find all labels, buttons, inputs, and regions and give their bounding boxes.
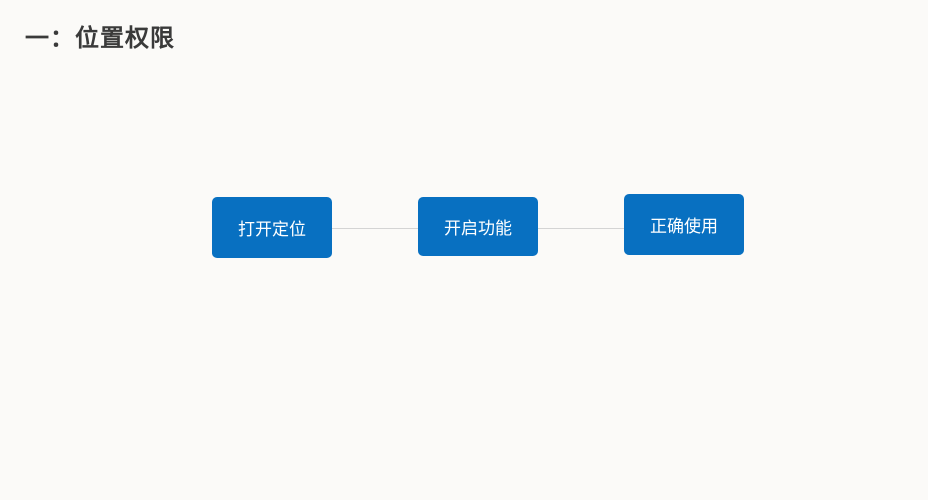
step-label: 正确使用 <box>650 217 718 237</box>
slide-title: 一：位置权限 <box>25 24 175 52</box>
step-correct-use: 正确使用 <box>624 194 744 255</box>
connector-1-2 <box>332 228 418 229</box>
step-enable-feature: 开启功能 <box>418 197 538 256</box>
connector-2-3 <box>538 228 624 229</box>
step-label: 开启功能 <box>444 219 512 239</box>
step-open-location: 打开定位 <box>212 197 332 258</box>
step-label: 打开定位 <box>238 220 306 240</box>
